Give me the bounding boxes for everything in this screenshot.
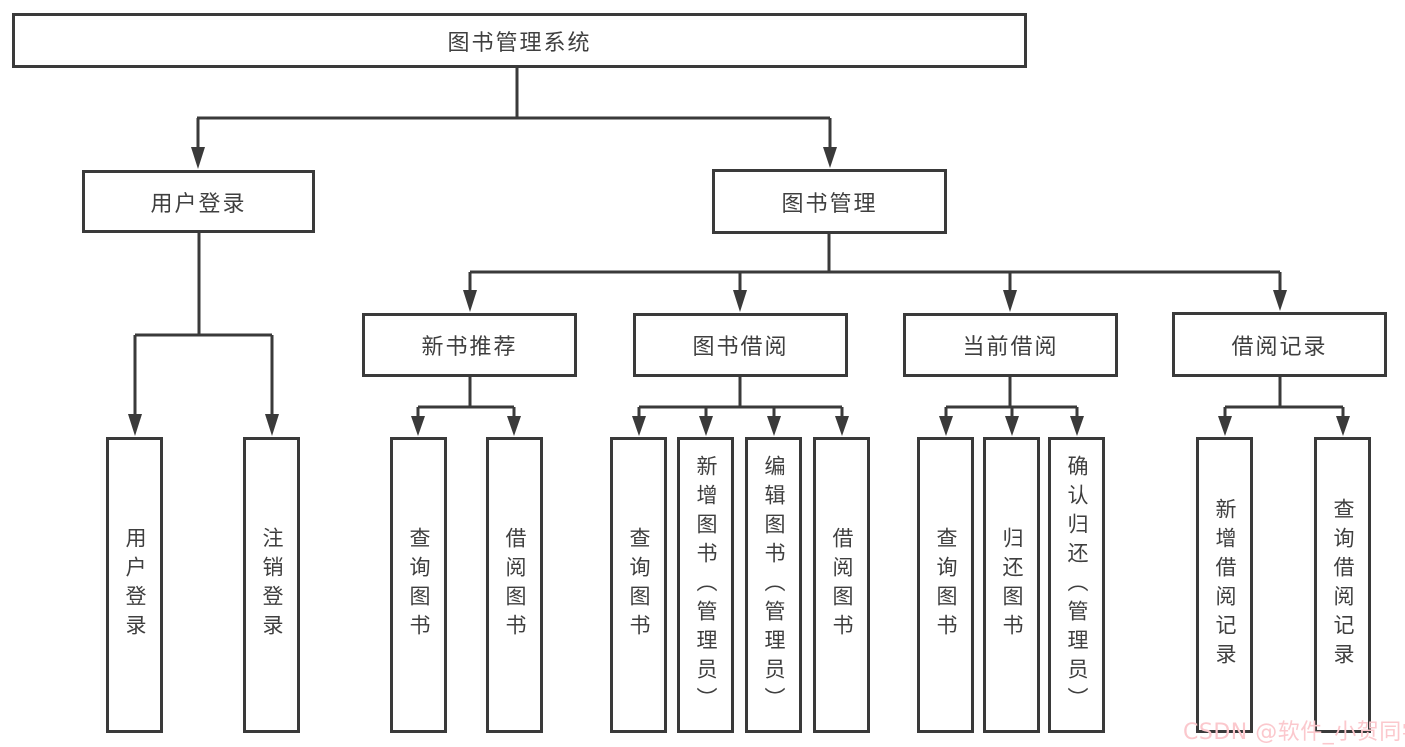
leaf-current-query-books: 查询图书 [917, 437, 974, 733]
node-new-book-recommend: 新书推荐 [362, 313, 577, 377]
connector-borrow-records-to-leaves [1218, 377, 1350, 436]
leaf-user-login-action: 用户登录 [106, 437, 163, 733]
node-book-borrow: 图书借阅 [633, 313, 848, 377]
node-user-login: 用户登录 [82, 170, 315, 233]
leaf-borrow-edit-books-admin: 编辑图书（管理员） [745, 437, 802, 733]
node-current-borrow: 当前借阅 [903, 313, 1118, 377]
connector-root-to-level2 [191, 68, 837, 169]
node-borrow-records: 借阅记录 [1172, 312, 1387, 377]
leaf-records-query-record: 查询借阅记录 [1314, 437, 1371, 733]
leaf-recommend-query-books: 查询图书 [390, 437, 447, 733]
connector-user-login-to-leaves [128, 233, 279, 436]
connector-book-management-to-level3 [463, 234, 1287, 312]
leaf-borrow-query-books: 查询图书 [610, 437, 667, 733]
leaf-logout: 注销登录 [243, 437, 300, 733]
connector-book-borrow-to-leaves [632, 377, 849, 436]
node-book-management: 图书管理 [712, 169, 947, 234]
leaf-current-confirm-return-admin: 确认归还（管理员） [1048, 437, 1105, 733]
leaf-recommend-borrow-books: 借阅图书 [486, 437, 543, 733]
leaf-borrow-add-books-admin: 新增图书（管理员） [677, 437, 734, 733]
connector-current-borrow-to-leaves [939, 377, 1084, 436]
csdn-watermark: CSDN @软件_小贺同学 [1183, 720, 1405, 745]
node-root-library-system: 图书管理系统 [12, 13, 1027, 68]
connector-new-books-to-leaves [411, 377, 521, 436]
leaf-records-add-record: 新增借阅记录 [1196, 437, 1253, 733]
leaf-current-return-books: 归还图书 [983, 437, 1040, 733]
leaf-borrow-borrow-books: 借阅图书 [813, 437, 870, 733]
